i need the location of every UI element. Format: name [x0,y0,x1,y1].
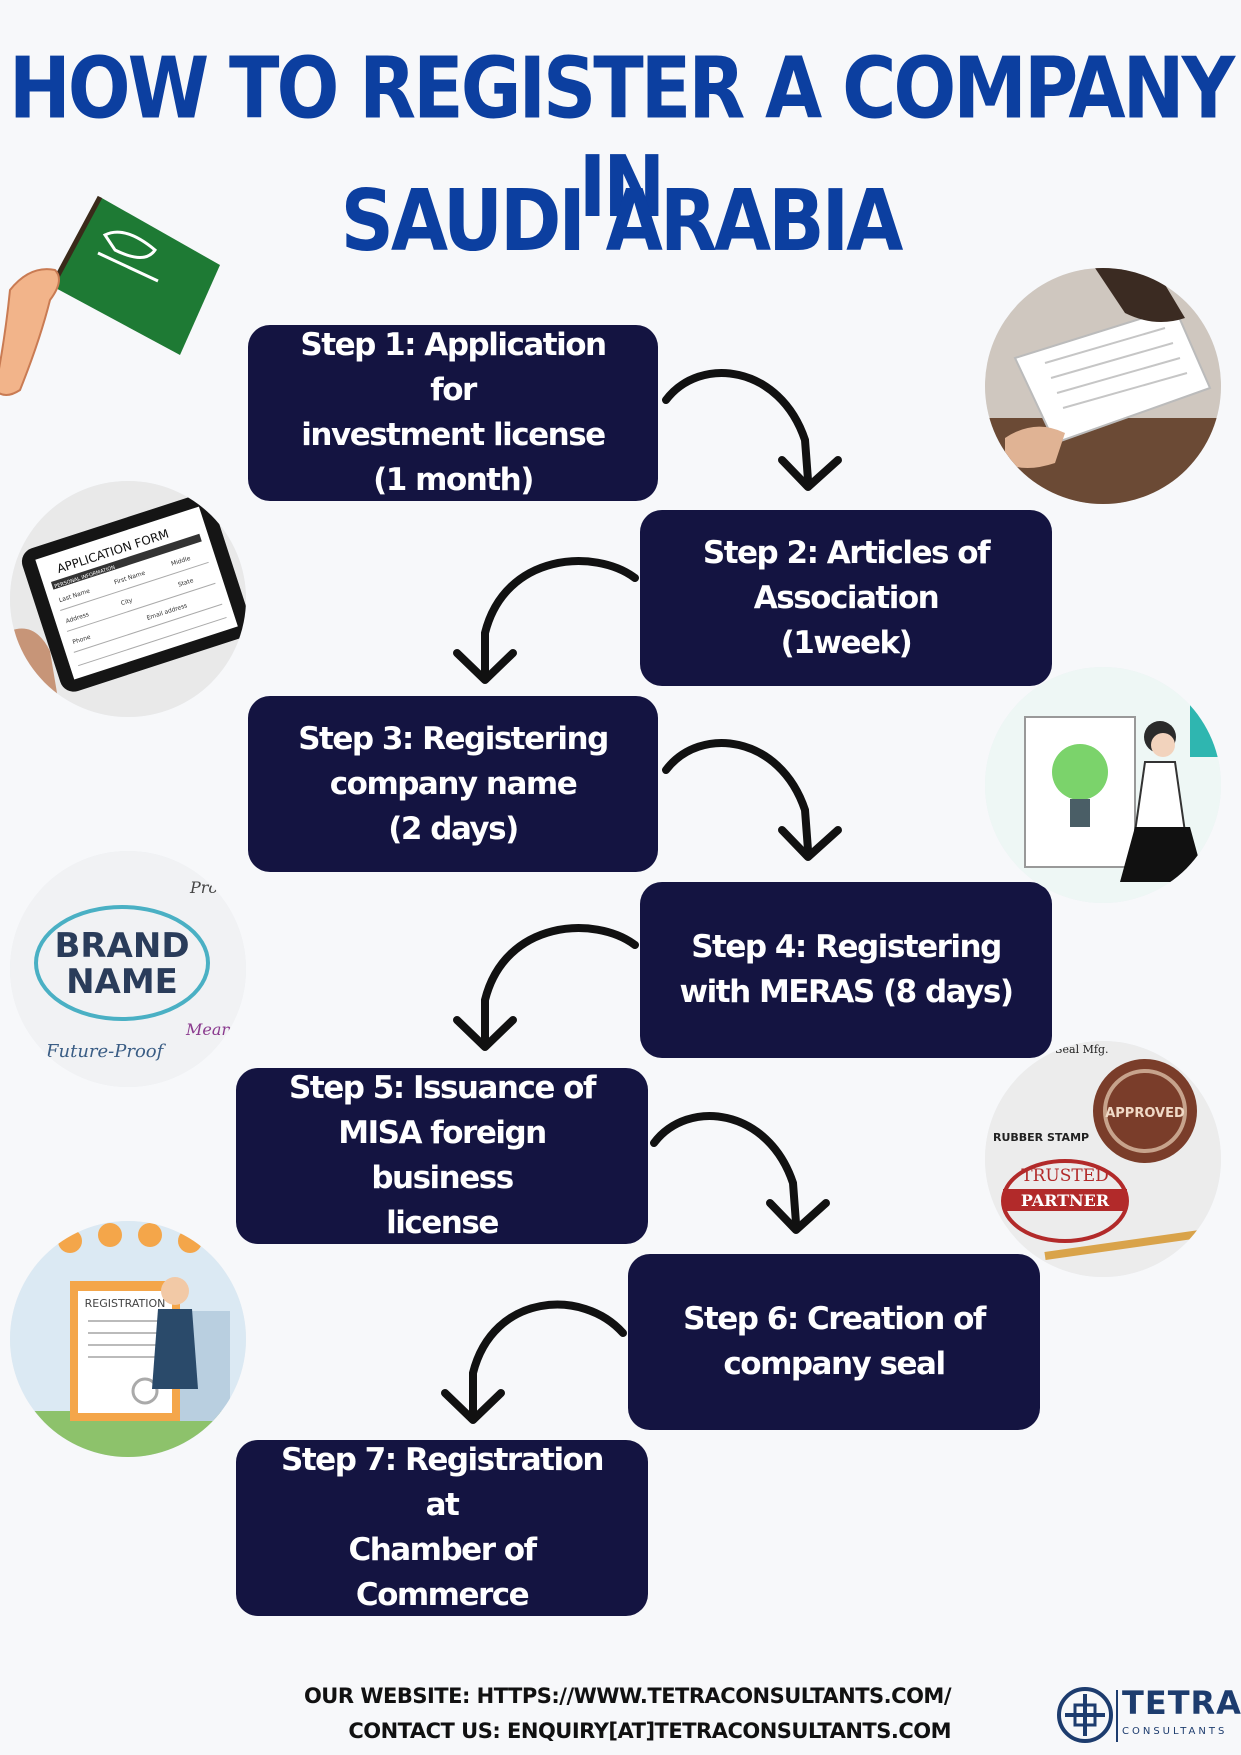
step-2-box: Step 2: Articles of Association (1week) [640,510,1052,686]
registration-document-image: REGISTRATION [10,1221,246,1457]
logo-name: TETRA [1122,1684,1241,1722]
name-word: NAME [66,962,178,1002]
registration-label: REGISTRATION [85,1297,166,1310]
tetra-logo-icon [1057,1687,1118,1743]
step-4-box: Step 4: Registering with MERAS (8 days) [640,882,1052,1058]
future-proof-word: Future-Proof [45,1041,167,1062]
arrow-right-down-icon [662,369,842,491]
rubber-stamp-image: Seal Mfg. RUBBER STAMP APPROVED TRUSTED … [985,1041,1221,1277]
mean-word: Mean [185,1020,232,1039]
application-form-tablet-image: APPLICATION FORM PERSONAL INFORMATION La… [10,481,246,717]
page-title-line-2: SAUDI ARABIA [340,171,904,271]
brand-word: BRAND [54,926,189,966]
arrow-left-down-icon [441,1300,627,1424]
trusted-text: TRUSTED [1021,1166,1109,1186]
pro-word: Pro [189,878,218,897]
lightbulb-idea-image [985,667,1221,903]
step-7-box: Step 7: Registration at Chamber of Comme… [236,1440,648,1616]
step-3-box: Step 3: Registering company name (2 days… [248,696,658,872]
footer-contact: CONTACT US: ENQUIRY[AT]TETRACONSULTANTS.… [348,1719,951,1743]
rubber-stamp-label: RUBBER STAMP [993,1131,1089,1144]
document-handover-image [985,268,1221,504]
arrow-left-down-icon [453,557,639,684]
step-6-box: Step 6: Creation of company seal [628,1254,1040,1430]
arrow-right-down-icon [662,739,842,861]
page-title-line-1: HOW TO REGISTER A COMPANY IN [8,39,1235,237]
logo-subtitle: CONSULTANTS [1122,1726,1228,1737]
brand-name-image: BRAND NAME Future-Proof Mean Pro [10,851,246,1087]
footer-website: OUR WEBSITE: HTTPS://WWW.TETRACONSULTANT… [303,1684,952,1708]
arrow-left-down-icon [453,924,639,1051]
form-field-label: City [120,597,134,607]
form-field-label: State [177,577,195,589]
step-5-box: Step 5: Issuance of MISA foreign busines… [236,1068,648,1244]
seal-mfg-text: Seal Mfg. [1055,1043,1109,1056]
arrow-right-down-icon [650,1112,830,1234]
saudi-flag-icon [0,195,220,396]
approved-ring-text: APPROVED [1105,1106,1185,1121]
partner-text: PARTNER [1021,1191,1110,1210]
step-1-box: Step 1: Application for investment licen… [248,325,658,501]
